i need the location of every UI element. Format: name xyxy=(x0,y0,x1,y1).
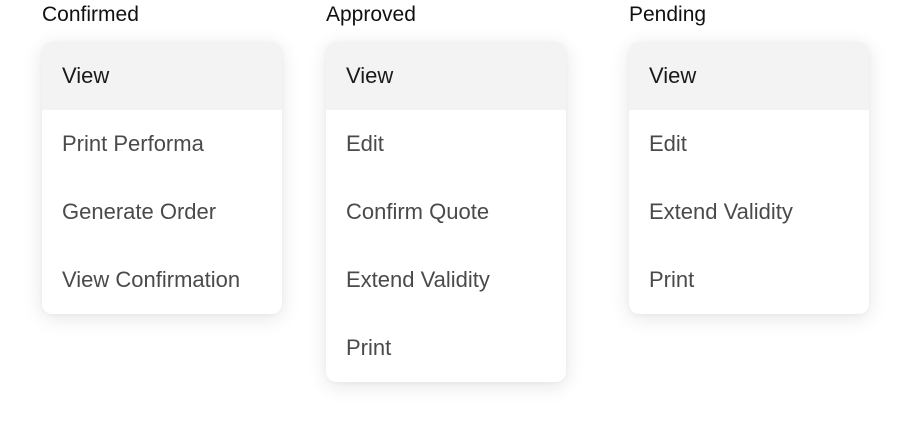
group-title-confirmed: Confirmed xyxy=(42,3,139,26)
menu-item-view[interactable]: View xyxy=(629,42,869,110)
menu-item-print-performa[interactable]: Print Performa xyxy=(62,131,204,156)
menu-item-confirm-quote[interactable]: Confirm Quote xyxy=(346,199,490,224)
menu-item-edit[interactable]: Edit xyxy=(649,131,687,156)
confirmed-actions-menu: View Print Performa Generate Order View … xyxy=(42,42,282,314)
menu-item-view-confirmation[interactable]: View Confirmation xyxy=(62,267,241,292)
menu-item-generate-order[interactable]: Generate Order xyxy=(62,199,217,224)
menu-item-edit[interactable]: Edit xyxy=(346,131,384,156)
menu-item-print[interactable]: Print xyxy=(649,267,695,292)
approved-actions-menu: View Edit Confirm Quote Extend Validity … xyxy=(326,42,566,382)
menu-item-extend-validity[interactable]: Extend Validity xyxy=(649,199,793,224)
group-title-pending: Pending xyxy=(629,3,707,26)
menu-item-view[interactable]: View xyxy=(42,42,282,110)
menu-item-print[interactable]: Print xyxy=(346,335,392,360)
menu-item-extend-validity[interactable]: Extend Validity xyxy=(346,267,490,292)
group-title-approved: Approved xyxy=(326,3,416,26)
menu-item-view[interactable]: View xyxy=(326,42,566,110)
pending-actions-menu: View Edit Extend Validity Print xyxy=(629,42,869,314)
